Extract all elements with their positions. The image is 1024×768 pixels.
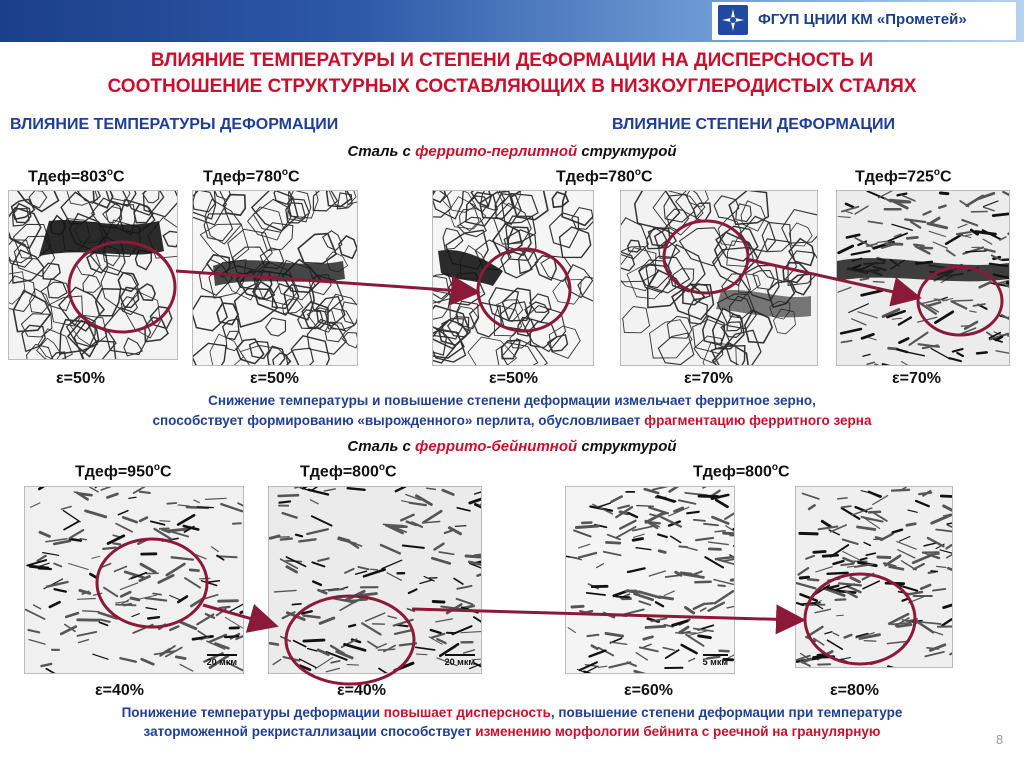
steel-heading-2-pre: Сталь с [347,438,416,455]
highlight-circle-2 [476,247,572,333]
temp-label-2: Тдеф=780оС [203,167,300,186]
temp-label-7: Тдеф=800оС [693,462,790,481]
title-line-1: ВЛИЯНИЕ ТЕМПЕРАТУРЫ И СТЕПЕНИ ДЕФОРМАЦИИ… [150,50,874,71]
arrow-4 [411,604,806,635]
temp-label-5: Тдеф=950оС [75,462,172,481]
org-logo-icon [718,5,748,35]
strain-label-7: ε=40% [337,682,386,699]
highlight-circle-1 [67,240,177,334]
temp-label-3: Тдеф=780оС [556,167,653,186]
steel-heading-1-post: структурой [577,143,677,160]
arrow-2 [745,257,922,307]
title-line-2: СООТНОШЕНИЕ СТРУКТУРНЫХ СОСТАВЛЯЮЩИХ В Н… [107,76,917,97]
note-1-line-1: Снижение температуры и повышение степени… [208,393,816,408]
note-2-line-2: заторможенной рекристаллизации способств… [143,724,881,739]
scale-bar-3: 5 мкм [702,654,728,667]
temp-label-6: Тдеф=800оС [300,462,397,481]
strain-label-9: ε=80% [830,682,879,699]
steel-heading-2-post: структурой [577,438,677,455]
strain-label-4: ε=70% [684,370,733,387]
steel-heading-1-pre: Сталь с [347,143,416,160]
strain-label-2: ε=50% [250,370,299,387]
steel-heading-2: Сталь с феррито-бейнитной структурой [0,438,1024,455]
subtitle-degree: ВЛИЯНИЕ СТЕПЕНИ ДЕФОРМАЦИИ [612,116,896,133]
highlight-circle-7 [803,572,917,666]
highlight-circle-3 [662,219,750,295]
scale-bar-1: 20 мкм [206,654,237,667]
temp-label-4: Тдеф=725оС [855,167,952,186]
arrow-3 [202,603,279,633]
strain-label-1: ε=50% [56,370,105,387]
strain-label-8: ε=60% [624,682,673,699]
org-badge: ФГУП ЦНИИ КМ «Прометей» [712,2,1016,40]
micrograph-fb-3: 5 мкм [565,486,735,674]
org-name: ФГУП ЦНИИ КМ «Прометей» [758,11,967,28]
page-number: 8 [996,732,1004,747]
micrograph-fp-4 [620,190,818,366]
arrow-1 [175,269,481,306]
strain-label-6: ε=40% [95,682,144,699]
subtitle-temperature: ВЛИЯНИЕ ТЕМПЕРАТУРЫ ДЕФОРМАЦИИ [10,116,339,133]
micrograph-fb-2: 20 мкм [268,486,482,674]
highlight-circle-4 [916,265,1004,337]
micrograph-fp-1 [8,190,178,360]
steel-heading-1: Сталь с феррито-перлитной структурой [0,143,1024,160]
steel-type-1: феррито-перлитной [415,143,578,160]
scale-bar-2: 20 мкм [444,654,475,667]
strain-label-3: ε=50% [489,370,538,387]
strain-label-5: ε=70% [892,370,941,387]
note-2-line-1: Понижение температуры деформации повышае… [121,705,903,720]
temp-label-1: Тдеф=803оС [28,167,125,186]
note-1-line-2: способствует формированию «вырожденного»… [152,413,872,428]
highlight-circle-5 [95,537,209,629]
steel-type-2: феррито-бейнитной [415,438,578,455]
highlight-circle-6 [284,594,416,686]
micrograph-fp-5 [836,190,1010,366]
